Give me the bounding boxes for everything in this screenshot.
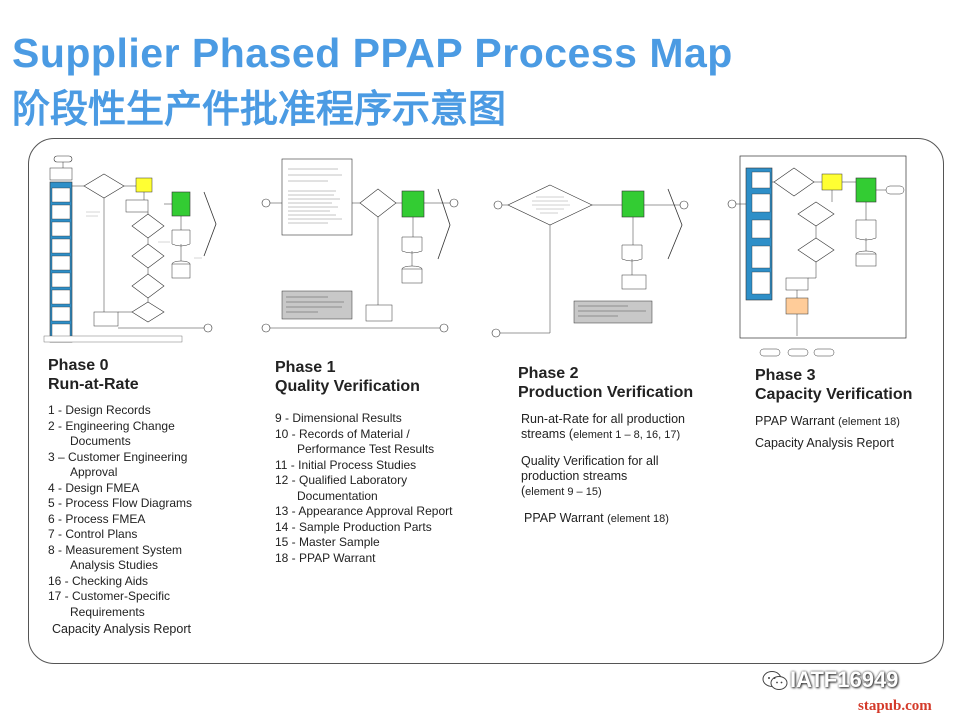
phase2-run-at-rate-text: Run-at-Rate for all production streams (… <box>521 412 685 443</box>
wechat-icon <box>762 671 788 690</box>
phase0-item-8-cont: Analysis Studies <box>70 558 159 572</box>
phase0-item-9: 16 - Checking Aids <box>48 573 149 588</box>
phase0-item-7: 7 - Control Plans <box>48 527 138 541</box>
phase3-heading: Phase 3 Capacity Verification <box>755 366 912 404</box>
phase0-name: Phase 0 <box>48 357 109 374</box>
phase2-quality-verification-text: Quality Verification for all production … <box>521 454 659 500</box>
watermark-url: stapub.com <box>858 698 932 714</box>
phase1-name: Phase 1 <box>275 359 336 376</box>
phase0-item-10-cont: Requirements <box>70 604 145 619</box>
phase2-p3-main: PPAP Warrant <box>524 511 608 525</box>
phase1-item-1: 9 - Dimensional Results <box>275 411 402 425</box>
page-title: Supplier Phased PPAP Process Map <box>12 30 733 76</box>
phase3-capacity-analysis-report: Capacity Analysis Report <box>755 436 894 450</box>
phase0-flowchart <box>43 155 217 343</box>
phase2-subtitle: Production Verification <box>518 384 694 401</box>
process-map-frame <box>28 138 944 664</box>
phase1-item-4-cont: Documentation <box>297 488 378 503</box>
phase3-flowchart <box>727 155 907 357</box>
phase1-item-3: 11 - Initial Process Studies <box>275 457 417 472</box>
phase2-p2-elements: element 9 – 15) <box>525 486 602 498</box>
phase0-item-2: 2 - Engineering Change <box>48 418 175 433</box>
phase1-item-6: 14 - Sample Production Parts <box>275 519 432 534</box>
phase2-flowchart <box>491 184 689 338</box>
phase0-capacity-analysis-report: Capacity Analysis Report <box>52 622 191 636</box>
phase1-heading: Phase 1 Quality Verification <box>275 358 420 396</box>
phase3-l1-main: PPAP Warrant <box>755 414 839 428</box>
phase0-item-4: 4 - Design FMEA <box>48 480 140 495</box>
page-subtitle-chinese: 阶段性生产件批准程序示意图 <box>12 87 507 131</box>
phase0-item-8: 8 - Measurement System <box>48 542 183 557</box>
phase2-name: Phase 2 <box>518 365 579 382</box>
phase1-item-2-cont: Performance Test Results <box>297 442 435 456</box>
phase1-subtitle: Quality Verification <box>275 378 420 395</box>
phase0-heading: Phase 0 Run-at-Rate <box>48 356 139 394</box>
phase2-heading: Phase 2 Production Verification <box>518 364 693 402</box>
phase0-item-3-cont: Approval <box>70 465 118 479</box>
phase2-p2-line1: Quality Verification for all <box>521 454 659 468</box>
phase1-item-4: 12 - Qualified Laboratory <box>275 473 408 487</box>
phase0-item-2-cont: Documents <box>70 434 131 448</box>
phase1-item-5: 13 - Appearance Approval Report <box>275 504 453 518</box>
phase0-subtitle: Run-at-Rate <box>48 376 139 393</box>
watermark-text: IATF16949 <box>790 667 899 692</box>
phase2-p2-line3: ( <box>521 484 526 498</box>
phase2-p3-element: (element 18) <box>607 513 669 525</box>
phase3-subtitle: Capacity Verification <box>755 386 913 403</box>
phase2-p1-line1: Run-at-Rate for all production <box>521 412 685 426</box>
phase2-p2-line2: production streams <box>521 469 628 483</box>
phase2-p1-line2: streams ( <box>521 427 574 441</box>
phase1-item-7: 15 - Master Sample <box>275 535 380 549</box>
phase0-item-10: 17 - Customer-Specific <box>48 589 171 603</box>
phase3-ppap-warrant-text: PPAP Warrant (element 18) <box>755 414 900 430</box>
phase1-flowchart <box>261 158 459 333</box>
phase2-ppap-warrant-text: PPAP Warrant (element 18) <box>524 511 669 527</box>
phase1-item-8: 18 - PPAP Warrant <box>275 550 376 565</box>
phase1-item-2: 10 - Records of Material / <box>275 426 410 441</box>
phase0-item-1: 1 - Design Records <box>48 403 151 417</box>
phase0-item-3: 3 – Customer Engineering <box>48 449 188 464</box>
phase3-l1-element: (element 18) <box>838 416 900 428</box>
phase3-name: Phase 3 <box>755 367 816 384</box>
phase2-p1-elements: element 1 – 8, 16, 17) <box>573 429 681 441</box>
phase0-item-5: 5 - Process Flow Diagrams <box>48 496 193 510</box>
phase0-item-6: 6 - Process FMEA <box>48 511 146 526</box>
